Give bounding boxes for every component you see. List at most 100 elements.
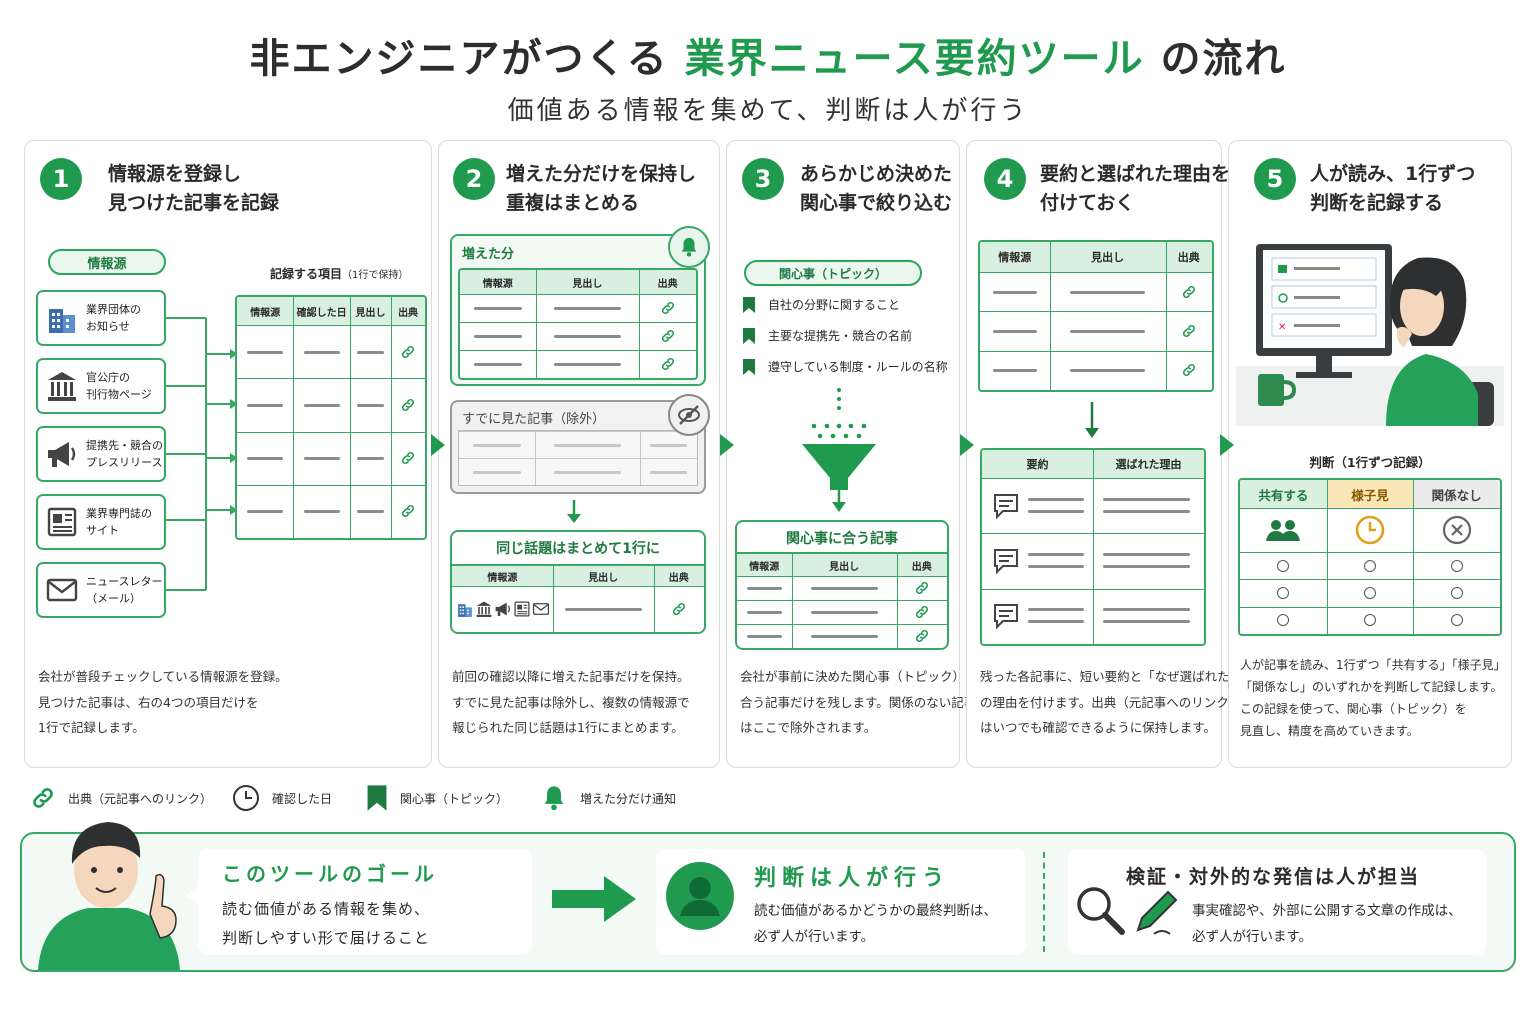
column-header: 要約 <box>1026 458 1049 471</box>
judge-radio[interactable] <box>1364 587 1376 599</box>
judge-column-irrelevant: 関係なし <box>1413 480 1500 508</box>
column-header: 出典 <box>398 307 419 319</box>
link-icon[interactable] <box>1166 351 1212 390</box>
text-placeholder <box>1070 369 1145 373</box>
text-placeholder <box>473 335 522 338</box>
row-divider <box>982 588 1204 590</box>
row-divider <box>982 478 1204 479</box>
link-icon[interactable] <box>1166 311 1212 350</box>
text-placeholder <box>1103 565 1190 568</box>
legend-label: 確認した日 <box>272 791 333 806</box>
link-icon[interactable] <box>897 576 947 600</box>
column-header: 出典 <box>1177 251 1200 264</box>
judge-radio[interactable] <box>1364 559 1376 572</box>
row-divider <box>980 311 1212 313</box>
merged-source-icons <box>456 586 550 632</box>
x-circle-icon <box>1413 508 1500 552</box>
column-header: 見出し <box>829 561 860 573</box>
clock-icon <box>1327 508 1414 552</box>
row-divider <box>737 600 947 601</box>
text-placeholder <box>247 510 284 514</box>
column-header: 情報源 <box>482 278 513 290</box>
link-icon[interactable] <box>391 378 425 431</box>
judge-label: 判断（1行ずつ記録） <box>1309 455 1431 470</box>
link-icon[interactable] <box>391 432 425 485</box>
row-divider <box>980 272 1212 273</box>
row-divider <box>459 431 697 432</box>
text-placeholder <box>1028 509 1084 513</box>
table-header <box>460 270 696 294</box>
judge-radio[interactable] <box>1450 614 1463 627</box>
legend-item: 出典（元記事へのリンク） <box>30 783 212 813</box>
seen-items-label: すでに見た記事（除外） <box>462 412 606 427</box>
column-header: 選ばれた理由 <box>1115 458 1182 471</box>
step-arrow-2 <box>720 434 734 456</box>
text-placeholder <box>1028 565 1084 568</box>
table-header <box>980 242 1212 272</box>
text-placeholder <box>1103 608 1190 612</box>
step-arrow-3 <box>960 434 974 456</box>
column-divider <box>1093 450 1094 644</box>
text-placeholder <box>1103 620 1190 624</box>
row-divider <box>237 325 425 326</box>
row-divider <box>1240 579 1500 581</box>
source-label: 提携先・競合の プレスリリース <box>86 439 163 469</box>
text-placeholder <box>992 369 1038 373</box>
bookmark-icon <box>742 327 756 344</box>
judge-radio[interactable] <box>1277 587 1290 599</box>
bookmark-icon <box>742 358 756 375</box>
partner-pressrelease-source: 提携先・競合の プレスリリース <box>36 426 166 482</box>
text-placeholder <box>247 403 284 407</box>
step-4-title: 要約と選ばれた理由を 付けておく <box>1040 163 1231 214</box>
column-divider <box>1413 480 1415 634</box>
link-icon[interactable] <box>897 624 947 648</box>
text-placeholder <box>472 443 522 447</box>
link-icon[interactable] <box>897 600 947 624</box>
column-header: 見出し <box>1091 251 1125 264</box>
text-placeholder <box>992 290 1038 294</box>
step-2-description: 前回の確認以降に増えた記事だけを保持。 すでに見た記事は除外し、複数の情報源で … <box>452 669 690 735</box>
text-placeholder <box>564 608 642 611</box>
judge-radio[interactable] <box>1364 614 1376 627</box>
judge-radio[interactable] <box>1450 587 1463 599</box>
row-divider <box>980 350 1212 352</box>
row-divider <box>460 322 696 323</box>
svg-text:✕: ✕ <box>1278 322 1286 333</box>
summary-icon <box>992 547 1020 575</box>
industry-association-source: 業界団体の お知らせ <box>36 290 166 346</box>
summary-icon <box>992 492 1020 520</box>
text-placeholder <box>1028 497 1084 501</box>
text-placeholder <box>473 363 522 366</box>
building-icon <box>38 301 86 335</box>
row-divider <box>460 350 696 351</box>
link-icon[interactable] <box>639 322 696 350</box>
link-icon[interactable] <box>639 294 696 322</box>
text-placeholder <box>650 443 687 447</box>
link-icon[interactable] <box>1166 272 1212 311</box>
step-4-description: 残った各記事に、短い要約と「なぜ選ばれたか」 の理由を付けます。出典（元記事への… <box>980 669 1255 735</box>
link-icon[interactable] <box>654 586 704 632</box>
link-icon[interactable] <box>639 350 696 378</box>
column-header: 出典 <box>657 278 678 290</box>
text-placeholder <box>1103 553 1190 556</box>
verify-text: 事実確認や、外部に公開する文章の作成は、 必ず人が行います。 <box>1192 903 1462 945</box>
down-arrow <box>567 500 581 523</box>
column-header: 出典 <box>668 572 689 584</box>
text-placeholder <box>650 470 687 474</box>
judge-radio[interactable] <box>1277 559 1290 572</box>
text-placeholder <box>357 510 384 514</box>
column-header: 情報源 <box>749 561 780 573</box>
column-header: 確認した日 <box>296 307 347 319</box>
link-icon[interactable] <box>391 485 425 538</box>
column-header: 情報源 <box>487 572 518 584</box>
judge-radio[interactable] <box>1277 614 1290 627</box>
table-header <box>452 566 704 586</box>
text-placeholder <box>357 403 384 407</box>
link-icon[interactable] <box>391 325 425 378</box>
judge-radio[interactable] <box>1450 559 1463 572</box>
row-divider <box>237 484 425 486</box>
record-table: 情報源確認した日見出し出典 <box>235 295 427 540</box>
column-divider <box>791 554 793 648</box>
new-items-label: 増えた分 <box>462 247 515 262</box>
text-placeholder <box>746 587 782 590</box>
